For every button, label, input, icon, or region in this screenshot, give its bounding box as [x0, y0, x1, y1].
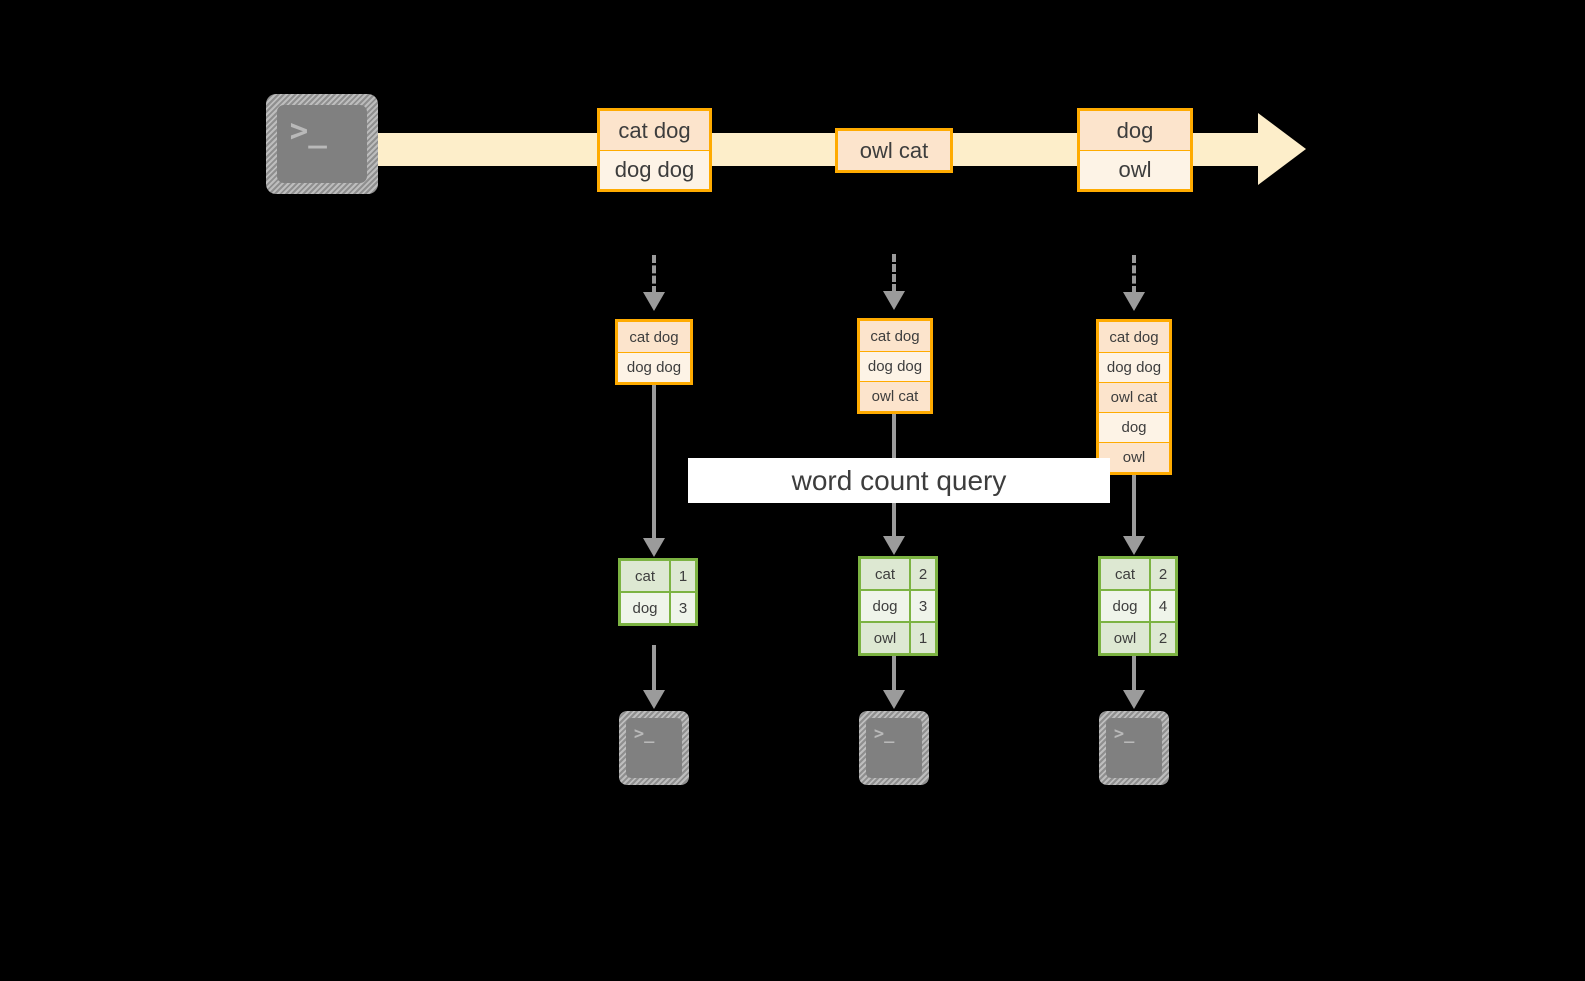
- table-row: dog 3: [861, 589, 935, 621]
- terminal-screen: >_: [1106, 718, 1162, 778]
- dashed-arrow-line-1: [652, 255, 656, 294]
- state-3-row-5: owl: [1099, 442, 1169, 472]
- result-table-2: cat 2 dog 3 owl 1: [858, 556, 938, 656]
- table-row: cat 1: [621, 561, 695, 591]
- stream-batch-2: owl cat: [835, 128, 953, 173]
- state-table-2: cat dog dog dog owl cat: [857, 318, 933, 414]
- sink-arrow-head-1: [643, 690, 665, 709]
- stream-batch-3: dog owl: [1077, 108, 1193, 192]
- dashed-arrow-head-1: [643, 292, 665, 311]
- table-row: cat 2: [861, 559, 935, 589]
- terminal-screen: >_: [626, 718, 682, 778]
- result-1-count-2: 3: [669, 593, 695, 623]
- state-table-1: cat dog dog dog: [615, 319, 693, 385]
- result-3-word-1: cat: [1101, 559, 1149, 589]
- sink-terminal-icon-1: >_: [619, 711, 689, 785]
- sink-arrow-line-2: [892, 650, 896, 693]
- dashed-arrow-line-3: [1132, 255, 1136, 294]
- stream-batch-1-line-2: dog dog: [600, 150, 709, 189]
- dashed-arrow-line-2: [892, 254, 896, 292]
- dashed-arrow-head-3: [1123, 292, 1145, 311]
- state-3-row-3: owl cat: [1099, 382, 1169, 412]
- result-2-count-3: 1: [909, 623, 935, 653]
- source-terminal-icon: >_: [266, 94, 378, 194]
- state-2-row-2: dog dog: [860, 351, 930, 381]
- state-2-row-3: owl cat: [860, 381, 930, 411]
- sink-terminal-icon-2: >_: [859, 711, 929, 785]
- result-3-count-1: 2: [1149, 559, 1175, 589]
- stream-batch-1: cat dog dog dog: [597, 108, 712, 192]
- result-1-count-1: 1: [669, 561, 695, 591]
- stream-batch-3-line-1: dog: [1080, 111, 1190, 150]
- sink-arrow-head-3: [1123, 690, 1145, 709]
- result-table-3: cat 2 dog 4 owl 2: [1098, 556, 1178, 656]
- dashed-arrow-head-2: [883, 291, 905, 310]
- terminal-screen: >_: [277, 105, 367, 183]
- terminal-screen: >_: [866, 718, 922, 778]
- state-3-row-2: dog dog: [1099, 352, 1169, 382]
- query-arrow-line-3: [1132, 473, 1136, 551]
- result-3-word-2: dog: [1101, 591, 1149, 621]
- state-table-3: cat dog dog dog owl cat dog owl: [1096, 319, 1172, 475]
- sink-arrow-line-1: [652, 645, 656, 693]
- stream-batch-2-line-1: owl cat: [838, 131, 950, 170]
- terminal-prompt-glyph: >_: [633, 724, 655, 745]
- terminal-prompt-glyph: >_: [873, 724, 895, 745]
- sink-arrow-head-2: [883, 690, 905, 709]
- table-row: dog 4: [1101, 589, 1175, 621]
- table-row: owl 1: [861, 621, 935, 653]
- query-arrow-head-3: [1123, 536, 1145, 555]
- sink-terminal-icon-3: >_: [1099, 711, 1169, 785]
- result-3-count-3: 2: [1149, 623, 1175, 653]
- result-2-count-2: 3: [909, 591, 935, 621]
- query-arrow-head-1: [643, 538, 665, 557]
- result-3-word-3: owl: [1101, 623, 1149, 653]
- event-stream-arrowhead-icon: [1258, 113, 1306, 185]
- result-table-1: cat 1 dog 3: [618, 558, 698, 626]
- state-2-row-1: cat dog: [860, 321, 930, 351]
- sink-arrow-line-3: [1132, 650, 1136, 693]
- stream-batch-1-line-1: cat dog: [600, 111, 709, 150]
- table-row: cat 2: [1101, 559, 1175, 589]
- result-1-word-2: dog: [621, 593, 669, 623]
- query-arrow-head-2: [883, 536, 905, 555]
- query-label: word count query: [688, 458, 1110, 503]
- terminal-prompt-glyph: >_: [289, 112, 327, 149]
- result-2-word-1: cat: [861, 559, 909, 589]
- table-row: dog 3: [621, 591, 695, 623]
- query-arrow-line-1: [652, 383, 656, 553]
- query-label-text: word count query: [791, 464, 1007, 496]
- state-3-row-4: dog: [1099, 412, 1169, 442]
- result-2-word-3: owl: [861, 623, 909, 653]
- result-2-count-1: 2: [909, 559, 935, 589]
- state-1-row-2: dog dog: [618, 352, 690, 382]
- state-3-row-1: cat dog: [1099, 322, 1169, 352]
- terminal-prompt-glyph: >_: [1113, 724, 1135, 745]
- stream-batch-3-line-2: owl: [1080, 150, 1190, 189]
- state-1-row-1: cat dog: [618, 322, 690, 352]
- result-1-word-1: cat: [621, 561, 669, 591]
- result-3-count-2: 4: [1149, 591, 1175, 621]
- table-row: owl 2: [1101, 621, 1175, 653]
- result-2-word-2: dog: [861, 591, 909, 621]
